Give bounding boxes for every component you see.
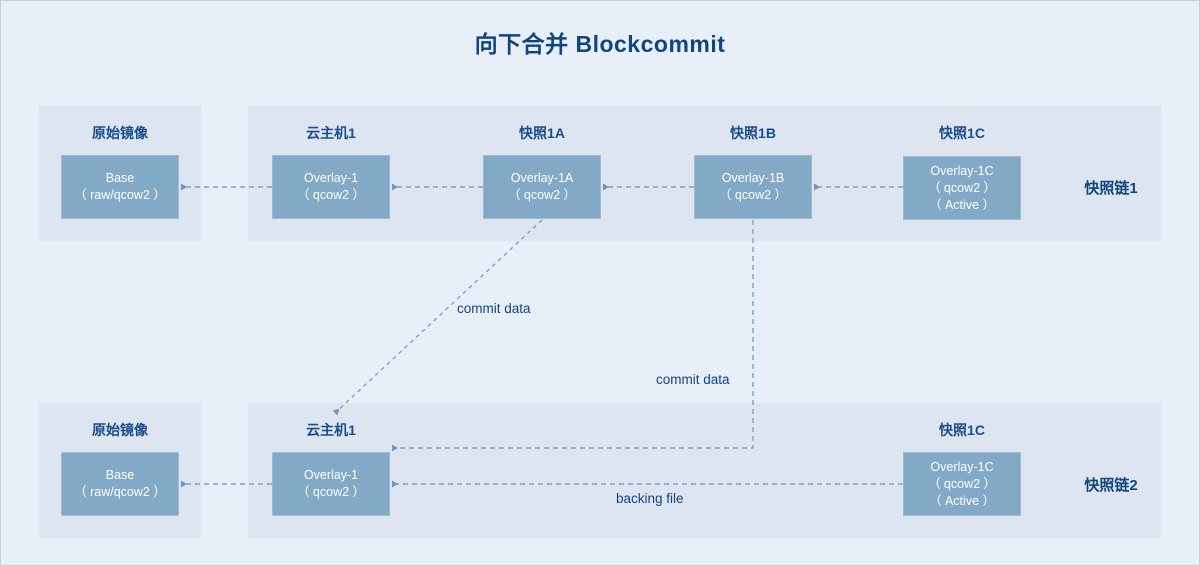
node-line: （ qcow2 ） xyxy=(507,188,577,202)
caption-snapshot-1b: 快照1B xyxy=(730,125,776,141)
node-line: （ Active ） xyxy=(929,493,995,508)
chain-label-2: 快照链2 xyxy=(1084,477,1138,494)
caption-snapshot-1a: 快照1A xyxy=(519,125,565,141)
node-line: Overlay-1C xyxy=(930,163,994,178)
overlay-1-node-bottom[interactable]: Overlay-1 （ qcow2 ） xyxy=(272,452,390,516)
node-line: （ raw/qcow2 ） xyxy=(74,485,166,499)
node-line: Base xyxy=(105,468,135,482)
node-line: （ qcow2 ） xyxy=(296,188,366,202)
overlay-1a-node[interactable]: Overlay-1A （ qcow2 ） xyxy=(483,155,601,219)
caption-snapshot-1c-bottom: 快照1C xyxy=(939,422,985,438)
edge-label-commit-data-a: commit data xyxy=(457,301,531,316)
node-line: Overlay-1 xyxy=(303,468,359,482)
node-line: （ qcow2 ） xyxy=(927,180,997,195)
page-title: 向下合并 Blockcommit xyxy=(474,31,726,57)
overlay-1b-node[interactable]: Overlay-1B （ qcow2 ） xyxy=(694,155,812,219)
base-node-bottom[interactable]: Base （ raw/qcow2 ） xyxy=(61,452,179,516)
node-line: （ qcow2 ） xyxy=(296,485,366,499)
caption-snapshot-1c: 快照1C xyxy=(939,125,985,141)
overlay-1c-node-bottom[interactable]: Overlay-1C （ qcow2 ） （ Active ） xyxy=(903,452,1021,516)
overlay-1-node-top[interactable]: Overlay-1 （ qcow2 ） xyxy=(272,155,390,219)
wire-commit-data-1a xyxy=(332,219,543,416)
node-line: Overlay-1 xyxy=(303,171,359,185)
node-line: Overlay-1C xyxy=(930,459,994,474)
base-node-top[interactable]: Base （ raw/qcow2 ） xyxy=(61,155,179,219)
node-line: （ qcow2 ） xyxy=(927,476,997,491)
caption-original-image-bottom: 原始镜像 xyxy=(92,422,148,438)
caption-cloud-host-top: 云主机1 xyxy=(306,125,356,141)
caption-cloud-host-bottom: 云主机1 xyxy=(306,422,356,438)
node-line: Overlay-1B xyxy=(721,171,785,185)
node-line: Base xyxy=(105,171,135,185)
node-line: （ Active ） xyxy=(929,197,995,212)
edge-label-commit-data-b: commit data xyxy=(656,372,730,387)
node-line: （ qcow2 ） xyxy=(718,188,788,202)
node-line: （ raw/qcow2 ） xyxy=(74,188,166,202)
caption-original-image-top: 原始镜像 xyxy=(92,125,148,141)
node-line: Overlay-1A xyxy=(510,171,574,185)
edge-label-backing-file: backing file xyxy=(616,491,684,506)
overlay-1c-node-top[interactable]: Overlay-1C （ qcow2 ） （ Active ） xyxy=(903,156,1021,220)
chain-label-1: 快照链1 xyxy=(1084,180,1138,197)
